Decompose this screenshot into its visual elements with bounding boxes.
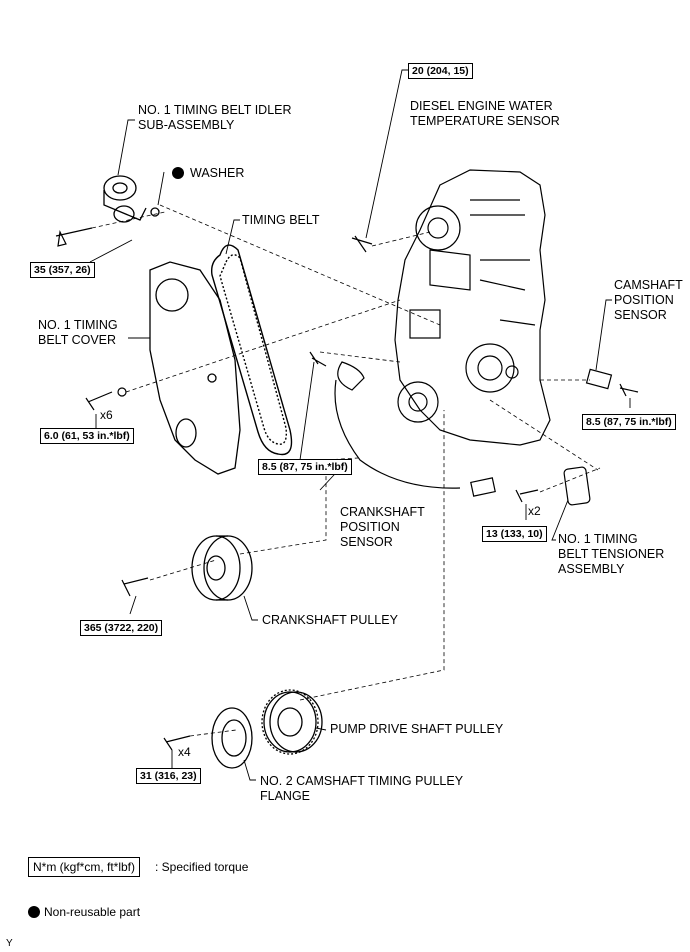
footer-code: Y	[6, 938, 13, 949]
torque-crank-sensor: 8.5 (87, 75 in.*lbf)	[258, 459, 352, 475]
qty-tensioner-bolts: x2	[528, 504, 541, 518]
torque-tensioner: 13 (133, 10)	[482, 526, 547, 542]
torque-flange-bolt: 31 (316, 23)	[136, 768, 201, 784]
torque-water-sensor: 20 (204, 15)	[408, 63, 473, 79]
non-reusable-dot-washer	[172, 167, 184, 179]
bolts	[55, 227, 639, 751]
legend-torque-desc: : Specified torque	[155, 860, 249, 874]
non-reusable-dot-legend	[28, 906, 40, 918]
legend-torque-unit: N*m (kgf*cm, ft*lbf)	[28, 857, 141, 877]
engine-block	[394, 169, 551, 446]
belt-cover-shape	[149, 261, 241, 475]
idler-shape	[103, 175, 160, 223]
torque-idler-bolt: 35 (357, 26)	[30, 262, 95, 278]
qty-flange-bolts: x4	[178, 745, 191, 759]
qty-cover-bolts: x6	[100, 408, 113, 422]
legend-non-reusable: Non-reusable part	[44, 905, 141, 919]
pump-pulley-label: PUMP DRIVE SHAFT PULLEY	[330, 722, 504, 736]
torque-crank-pulley: 365 (3722, 220)	[80, 620, 163, 636]
washer-label: WASHER	[190, 166, 245, 180]
timing-belt-shape	[210, 244, 293, 456]
flange-shape	[211, 707, 253, 769]
pump-pulley-shape	[261, 689, 323, 755]
torque-cover-bolt: 6.0 (61, 53 in.*lbf)	[40, 428, 134, 444]
crank-pulley-shape	[191, 535, 253, 601]
crank-pulley-label: CRANKSHAFT PULLEY	[262, 613, 398, 627]
torque-cam-sensor: 8.5 (87, 75 in.*lbf)	[582, 414, 676, 430]
timing-belt-label: TIMING BELT	[242, 213, 320, 227]
sensor-shapes	[334, 361, 613, 506]
leader-lines	[89, 69, 631, 781]
